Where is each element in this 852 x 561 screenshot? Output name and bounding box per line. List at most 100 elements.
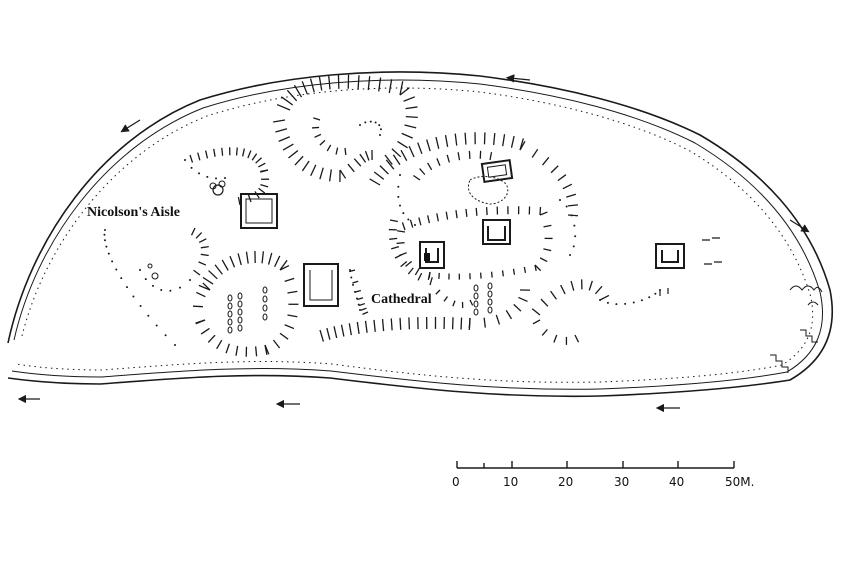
arrow-icon [789,219,810,233]
hachure-mark [273,119,286,123]
hachure-mark [193,269,201,276]
dot-mark [350,276,353,279]
hachure-mark [301,160,310,172]
dot-mark [107,252,110,255]
dot-mark [103,239,106,242]
hachure-mark [359,153,367,163]
hachure-mark [405,260,413,267]
hachure-mark [501,270,504,277]
dot-mark [190,166,193,169]
hachure-mark [378,77,382,92]
hachure-mark [314,133,322,138]
grave-mark [237,292,243,300]
hachure-mark [352,280,359,284]
hachure-mark [541,328,548,336]
dot-mark [359,124,361,126]
hachure-mark [419,168,426,176]
hachure-mark [260,169,269,173]
hachure-mark [489,152,493,161]
dot-mark [397,195,400,198]
hachure-mark [485,207,488,216]
hachure-mark [258,187,266,194]
hachure-mark [284,324,295,330]
dot-mark [399,174,401,176]
hachure-mark [531,148,539,158]
hachure-mark [221,147,224,156]
enclosure-outline [7,71,834,398]
hachure-mark [255,157,262,164]
hachure-mark [399,317,402,330]
cathedral-building-east [482,219,511,245]
hachure-mark [385,159,395,170]
dot-mark [399,204,401,207]
nicolsons-aisle-label: Nicolson's Aisle [87,205,180,220]
hachure-mark [286,89,298,102]
hachure-mark [599,294,610,301]
hachure-mark [287,290,298,294]
dot-mark [572,245,575,248]
hachure-mark [379,165,389,175]
hachure-mark [400,149,408,161]
hachure-mark [392,154,401,166]
hachure-mark [205,150,209,159]
hachure-mark [543,224,552,228]
hachure-mark [427,215,431,224]
hachure-mark [550,290,557,300]
hachure-mark [293,84,303,98]
hachure-mark [399,252,407,257]
grave-mark [487,306,493,314]
hachure-mark [362,311,369,315]
hachure-mark [460,317,463,330]
dot-mark [599,299,601,301]
hachure-mark [312,126,320,129]
hachure-mark [202,276,214,285]
hachure-mark [335,147,339,155]
hachure-mark [373,319,376,332]
hachure-mark [208,270,218,280]
hachure-mark [475,207,478,216]
hachure-mark [426,139,431,152]
hachure-mark [357,75,360,90]
dot-mark [139,305,142,308]
hachure-mark [235,147,238,156]
hachure-mark [319,139,326,146]
hachure-mark [588,280,593,291]
hachure-mark [443,296,449,302]
dot-mark [215,177,218,180]
dot-mark [569,254,571,256]
hachure-mark [373,171,385,180]
hachure-mark [247,150,252,159]
hachure-mark [566,193,577,198]
hachure-mark [198,238,207,244]
arrow-icon [505,74,531,83]
hachure-mark [495,314,501,325]
hachure-mark [417,272,423,281]
dot-mark [164,334,167,337]
hachure-mark [348,323,352,336]
hachure-mark [339,169,347,179]
hachure-mark [326,144,332,152]
dot-mark [374,121,377,124]
hachure-mark [198,284,211,291]
hachure-mark [401,132,413,139]
hachure-mark [396,242,405,244]
hachure-mark [512,268,516,275]
hachure-mark [445,211,449,220]
scale-bar: 0 10 20 30 40 50M. [452,461,754,489]
scale-tick-label: 20 [558,475,573,489]
hachure-mark [354,289,361,293]
hachure-mark [349,269,356,273]
grave-mark [237,300,243,308]
dot-mark [352,283,355,286]
hachure-mark [399,87,410,96]
dot-mark [570,214,573,217]
grave-mark [237,308,243,316]
hachure-mark [534,264,537,272]
hachure-mark [570,280,575,291]
hachure-mark [235,345,239,356]
hachure-mark [279,259,288,271]
scale-tick-label: 30 [614,475,629,489]
hachure-mark [435,289,441,295]
dot-mark [115,268,118,271]
hachure-mark [344,147,347,156]
